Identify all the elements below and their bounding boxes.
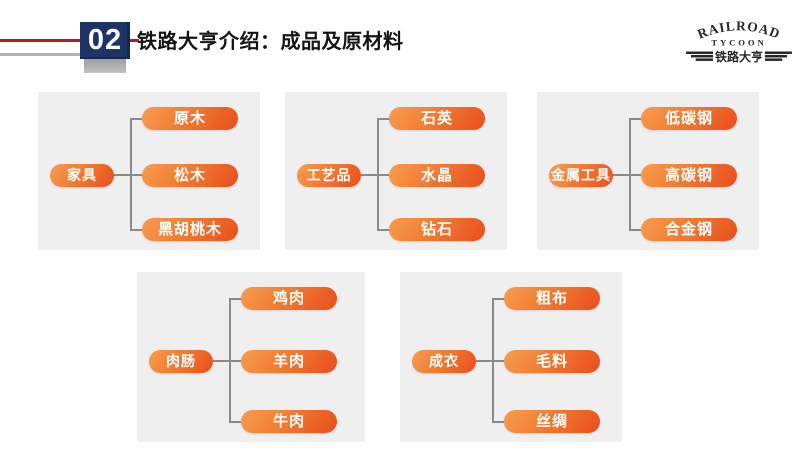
mindmap-panel: 工艺品 石英水晶钻石	[285, 92, 507, 250]
connector-line	[213, 360, 241, 362]
connector-line	[130, 228, 142, 231]
connector-line	[229, 297, 241, 300]
header-gray-line	[0, 53, 82, 56]
material-node: 毛料	[504, 349, 600, 373]
logo-banner-text: 铁路大亨	[715, 49, 763, 64]
category-node: 肉肠	[149, 349, 213, 373]
section-number-box: 02	[80, 22, 130, 59]
connector-line	[492, 297, 504, 300]
connector-line	[130, 117, 142, 120]
connector-line	[377, 228, 389, 231]
header-red-dash	[130, 39, 139, 42]
material-node: 鸡肉	[241, 287, 337, 310]
connector-line	[613, 174, 641, 176]
connector-line	[229, 420, 241, 423]
material-node: 水晶	[389, 163, 485, 187]
material-node: 羊肉	[241, 349, 337, 373]
connector-line	[114, 174, 142, 176]
material-node: 牛肉	[241, 410, 337, 433]
material-node: 石英	[389, 107, 485, 130]
logo-sub-text: TYCOON	[711, 38, 766, 48]
header-red-line	[0, 39, 80, 42]
material-node: 松木	[142, 163, 238, 187]
material-node: 低碳钢	[641, 107, 737, 130]
material-node: 黑胡桃木	[142, 218, 238, 241]
connector-line	[377, 117, 389, 120]
logo-left-wing-icon	[686, 51, 714, 61]
mindmap-panel: 金属工具 低碳钢高碳钢合金钢	[537, 92, 759, 250]
railroad-tycoon-logo: RAILROAD TYCOON 铁路大亨	[686, 18, 792, 64]
connector-line	[361, 174, 389, 176]
category-node: 成衣	[412, 349, 476, 373]
material-node: 原木	[142, 107, 238, 130]
material-node: 合金钢	[641, 218, 737, 241]
section-number-shadow	[84, 59, 126, 73]
category-node: 金属工具	[549, 163, 613, 187]
material-node: 丝绸	[504, 410, 600, 433]
mindmap-panel: 家具 原木松木黑胡桃木	[38, 92, 260, 250]
page-title: 铁路大亨介绍：成品及原材料	[137, 31, 404, 53]
section-number: 02	[87, 24, 123, 56]
connector-line	[492, 420, 504, 423]
mindmap-panel: 肉肠 鸡肉羊肉牛肉	[137, 272, 365, 442]
material-node: 高碳钢	[641, 163, 737, 187]
category-node: 家具	[50, 163, 114, 187]
logo-right-wing-icon	[764, 51, 792, 61]
mindmap-panel: 成衣 粗布毛料丝绸	[400, 272, 622, 442]
connector-line	[629, 117, 641, 120]
material-node: 钻石	[389, 218, 485, 241]
connector-line	[476, 360, 504, 362]
material-node: 粗布	[504, 287, 600, 310]
category-node: 工艺品	[297, 163, 361, 187]
connector-line	[629, 228, 641, 231]
